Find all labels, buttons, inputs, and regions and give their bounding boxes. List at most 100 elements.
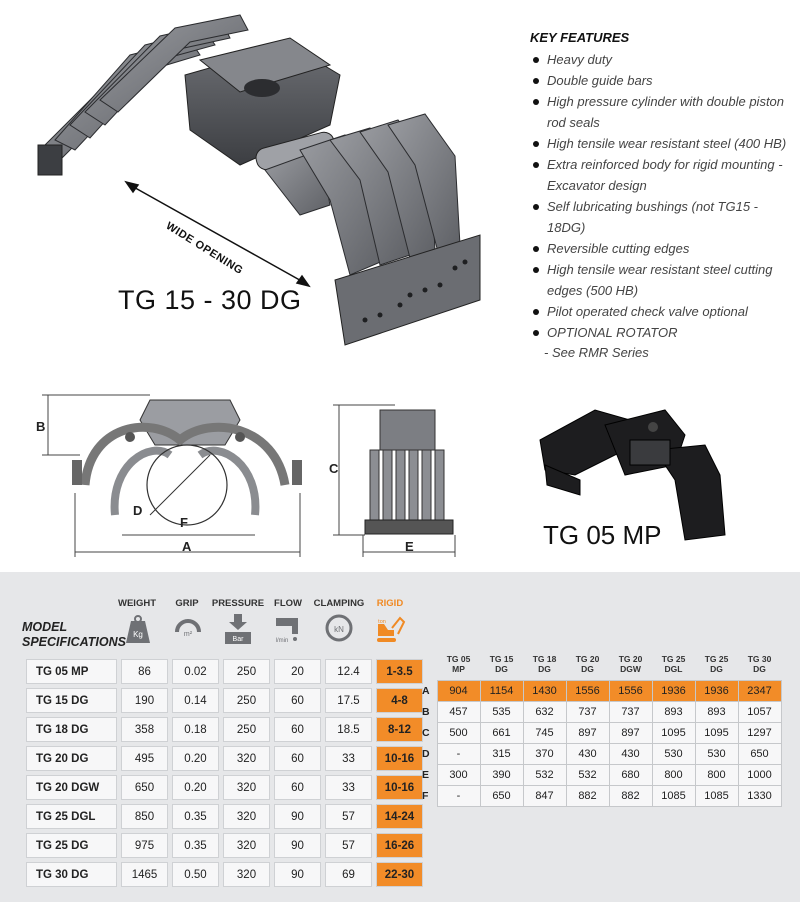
spec-value-cell: 0.18 bbox=[172, 717, 219, 742]
model-name-cell: TG 20 DGW bbox=[26, 775, 117, 800]
feature-item: High tensile wear resistant steel (400 H… bbox=[530, 133, 795, 154]
spec-value-cell: 358 bbox=[121, 717, 168, 742]
spec-title-line2: SPECIFICATIONS bbox=[22, 635, 126, 649]
spec-value-cell: 90 bbox=[274, 862, 321, 887]
dim-header-line: DGL bbox=[664, 664, 683, 674]
col-head-rigid: RIGID bbox=[376, 598, 404, 609]
dim-value-cell: 2347 bbox=[737, 680, 782, 702]
dim-value-cell: 1085 bbox=[694, 785, 739, 807]
spec-value-cell: 0.20 bbox=[172, 775, 219, 800]
spec-value-cell: 22-30 bbox=[376, 862, 423, 887]
dim-row-label: E bbox=[422, 769, 430, 781]
pressure-icon: Bar bbox=[225, 614, 251, 644]
dim-row-label: D bbox=[422, 748, 430, 760]
dim-value-cell: 300 bbox=[436, 764, 481, 786]
dim-letter-f: F bbox=[180, 515, 188, 530]
dim-row-label: C bbox=[422, 727, 430, 739]
dim-value-cell: 661 bbox=[479, 722, 524, 744]
spec-value-cell: 0.35 bbox=[172, 804, 219, 829]
dim-value-cell: 897 bbox=[565, 722, 610, 744]
spec-value-cell: 90 bbox=[274, 804, 321, 829]
dim-header-line: DG bbox=[710, 664, 723, 674]
dim-row-label: F bbox=[422, 790, 429, 802]
dim-header-line: TG 20 bbox=[575, 654, 600, 664]
spec-value-cell: 14-24 bbox=[376, 804, 423, 829]
dim-value-cell: 882 bbox=[565, 785, 610, 807]
spec-value-cell: 0.20 bbox=[172, 746, 219, 771]
pressure-unit: Bar bbox=[233, 636, 245, 643]
spec-value-cell: 12.4 bbox=[325, 659, 372, 684]
dim-letter-e: E bbox=[405, 539, 414, 554]
dim-value-cell: 1297 bbox=[737, 722, 782, 744]
spec-value-cell: 60 bbox=[274, 746, 321, 771]
model-name-cell: TG 15 DG bbox=[26, 688, 117, 713]
spec-value-cell: 86 bbox=[121, 659, 168, 684]
dim-value-cell: 680 bbox=[608, 764, 653, 786]
dim-value-cell: 1000 bbox=[737, 764, 782, 786]
dim-value-cell: 500 bbox=[436, 722, 481, 744]
clamping-icon: kN bbox=[325, 614, 353, 642]
model-specifications-title: MODEL SPECIFICATIONS bbox=[22, 620, 126, 650]
dim-letter-c: C bbox=[329, 461, 339, 476]
excavator-icon: ton bbox=[377, 616, 406, 642]
spec-value-cell: 20 bbox=[274, 659, 321, 684]
dim-row-label: B bbox=[422, 706, 430, 718]
spec-value-cell: 60 bbox=[274, 775, 321, 800]
spec-value-cell: 0.50 bbox=[172, 862, 219, 887]
feature-note: - See RMR Series bbox=[544, 345, 649, 360]
dim-value-cell: 430 bbox=[565, 743, 610, 765]
weight-icon: Kg bbox=[126, 615, 150, 643]
dim-value-cell: 1556 bbox=[565, 680, 610, 702]
dim-value-cell: 370 bbox=[522, 743, 567, 765]
feature-item: Extra reinforced body for rigid mounting… bbox=[530, 154, 795, 196]
weight-unit: Kg bbox=[133, 630, 143, 639]
spec-value-cell: 69 bbox=[325, 862, 372, 887]
feature-item: High tensile wear resistant steel cuttin… bbox=[530, 259, 795, 301]
clamping-unit: kN bbox=[334, 625, 344, 634]
dim-value-cell: - bbox=[436, 743, 481, 765]
spec-value-cell: 57 bbox=[325, 804, 372, 829]
dim-value-cell: 882 bbox=[608, 785, 653, 807]
dim-value-cell: 847 bbox=[522, 785, 567, 807]
feature-item: Pilot operated check valve optional bbox=[530, 301, 795, 322]
feature-item: Double guide bars bbox=[530, 70, 795, 91]
dim-header-line: TG 05 bbox=[446, 654, 471, 664]
spec-value-cell: 33 bbox=[325, 746, 372, 771]
spec-value-cell: 0.02 bbox=[172, 659, 219, 684]
dim-header-line: DGW bbox=[620, 664, 641, 674]
rigid-unit: ton bbox=[378, 619, 386, 625]
dim-value-cell: 1330 bbox=[737, 785, 782, 807]
model-name-cell: TG 18 DG bbox=[26, 717, 117, 742]
dim-value-cell: 893 bbox=[694, 701, 739, 723]
model-title-small: TG 05 MP bbox=[543, 520, 662, 550]
spec-value-cell: 16-26 bbox=[376, 833, 423, 858]
front-view-drawing: B F D A bbox=[36, 394, 302, 557]
side-view-drawing: C E bbox=[329, 404, 456, 557]
dim-header-line: TG 25 bbox=[661, 654, 686, 664]
grip-unit: m² bbox=[184, 631, 193, 638]
spec-value-cell: 975 bbox=[121, 833, 168, 858]
spec-value-cell: 495 bbox=[121, 746, 168, 771]
dim-value-cell: 535 bbox=[479, 701, 524, 723]
spec-value-cell: 18.5 bbox=[325, 717, 372, 742]
feature-list: Heavy duty Double guide bars High pressu… bbox=[530, 49, 795, 343]
feature-item: Self lubricating bushings (not TG15 - 18… bbox=[530, 196, 795, 238]
dim-value-cell: 1085 bbox=[651, 785, 696, 807]
dim-value-cell: - bbox=[436, 785, 481, 807]
grip-icon: m² bbox=[175, 619, 201, 638]
dim-letter-b: B bbox=[36, 419, 45, 434]
spec-title-line1: MODEL bbox=[22, 620, 68, 634]
spec-value-cell: 10-16 bbox=[376, 775, 423, 800]
